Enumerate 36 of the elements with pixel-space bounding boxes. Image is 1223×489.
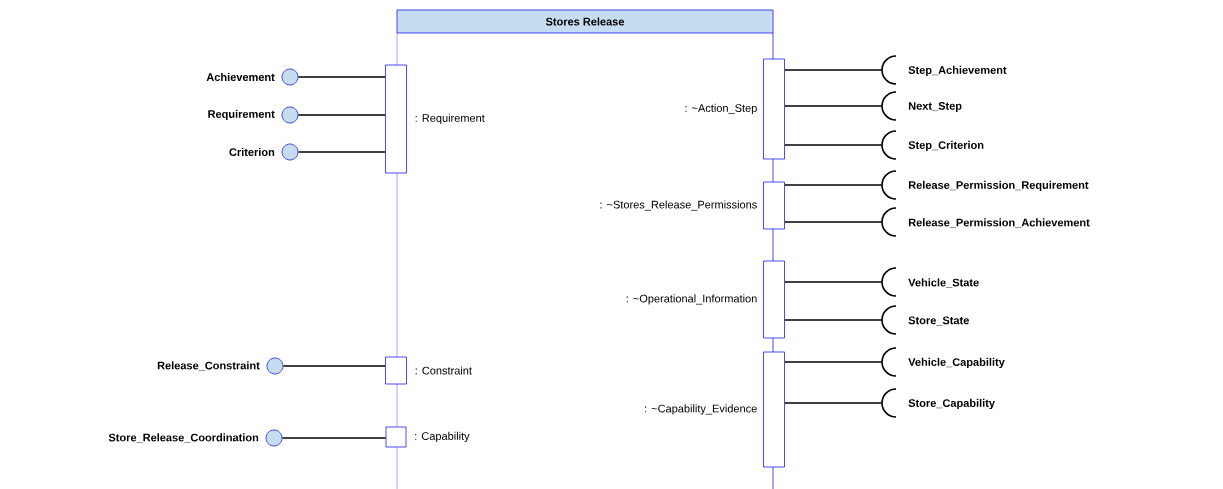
interface-label: Requirement [208, 109, 275, 121]
interface-label: Step_Criterion [908, 140, 984, 152]
interface-label: Store_Release_Coordination [108, 433, 259, 443]
connector-line [784, 281, 883, 283]
connector-line [297, 151, 386, 153]
port-label: : ~Action_Step [685, 103, 757, 115]
interface-label: Release_Permission_Requirement [908, 180, 1089, 192]
connector-line [784, 144, 883, 146]
interface-label: Step_Achievement [908, 65, 1007, 77]
connector-line [784, 361, 883, 363]
port-label: : Requirement [415, 113, 485, 125]
connector-line [784, 221, 883, 223]
interface-label: Store_Capability [908, 398, 995, 410]
interface-label: Release_Constraint [157, 361, 260, 371]
port-label: : ~Operational_Information [626, 294, 757, 305]
connector-line [784, 184, 883, 186]
interface-label: Store_State [908, 316, 969, 326]
interface-label: Release_Permission_Achievement [908, 218, 1090, 228]
connector-line [281, 437, 387, 439]
connector-line [784, 105, 883, 107]
port-label: : ~Stores_Release_Permissions [600, 200, 757, 211]
connector-line [297, 114, 386, 116]
connector-line [784, 402, 883, 404]
interface-label: Vehicle_Capability [908, 357, 1005, 369]
interface-label: Criterion [229, 147, 275, 157]
connector-line [297, 76, 386, 78]
connector-line [282, 365, 386, 367]
interface-label: Vehicle_State [908, 278, 979, 288]
interface-label: Next_Step [908, 102, 962, 112]
port-label: : ~Capability_Evidence [645, 404, 757, 415]
header-box: Stores Release [396, 9, 774, 34]
connector-line [784, 319, 883, 321]
port-label: : Constraint [415, 366, 472, 375]
connector-line [784, 69, 883, 71]
port-label: : Capability [415, 431, 470, 443]
interface-label: Achievement [206, 72, 275, 82]
